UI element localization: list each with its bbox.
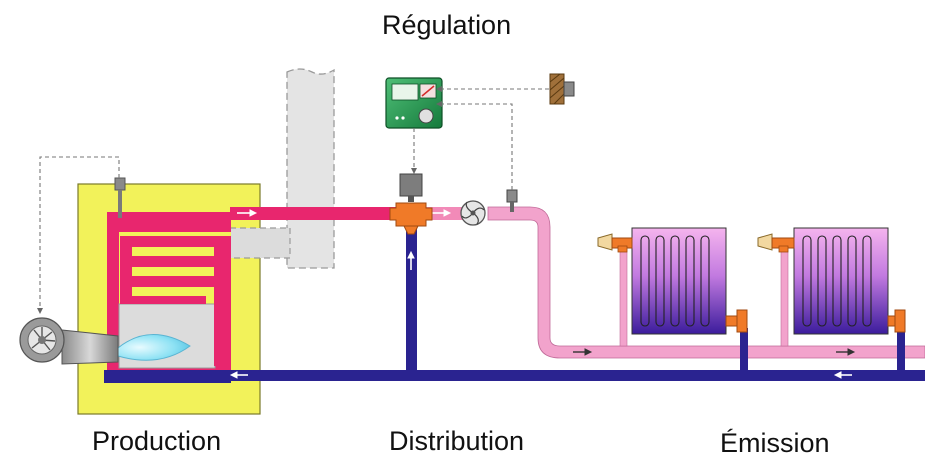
control-lines (39, 88, 549, 308)
chimney (286, 68, 335, 269)
flame-icon (117, 334, 191, 361)
three-way-valve-icon (389, 173, 433, 235)
label-production: Production (92, 426, 222, 456)
circulator-pump-icon (460, 200, 486, 226)
boiler (77, 177, 291, 415)
radiator-2 (793, 227, 889, 335)
flow-arrows-dark (573, 348, 856, 356)
radiator-1 (631, 227, 727, 335)
return-pipe (231, 226, 925, 381)
flow-arrows (229, 209, 852, 379)
label-emission: Émission (720, 428, 830, 458)
control-arrowheads (37, 86, 442, 314)
controller-icon (385, 77, 443, 129)
title-regulation: Régulation (382, 10, 512, 40)
outdoor-sensor-icon (549, 73, 575, 105)
label-distribution: Distribution (389, 426, 525, 456)
burner-fan-icon (19, 317, 119, 365)
return-valves (725, 309, 906, 333)
thermostatic-valve-icon (597, 233, 795, 253)
